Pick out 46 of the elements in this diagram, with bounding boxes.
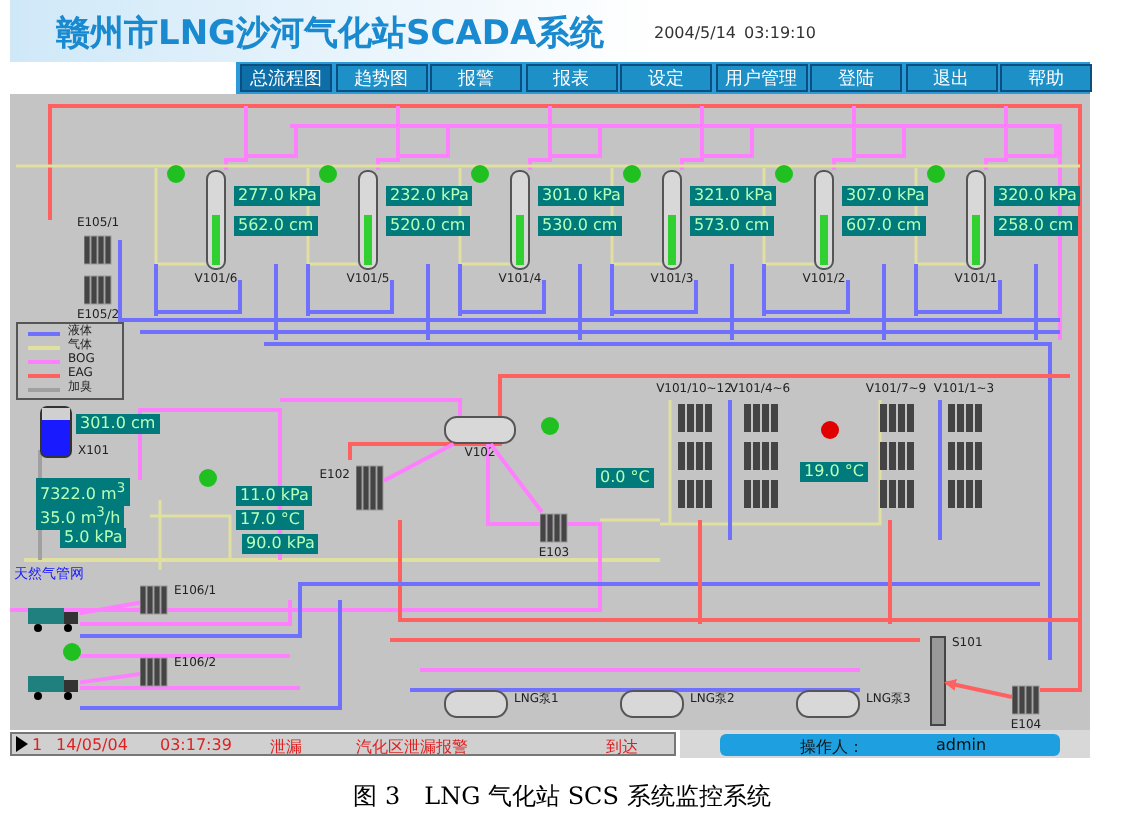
readout-display: 301.0 cm	[76, 414, 160, 434]
readout-display: 301.0 kPa	[538, 186, 625, 206]
time-text: 03:19:10	[744, 24, 816, 42]
menu-tab: 用户管理	[715, 64, 807, 92]
readout-display: 5.0 kPa	[60, 528, 127, 548]
readout-display: 11.0 kPa	[236, 486, 313, 506]
menu-tab: 设定	[620, 64, 712, 92]
pipe	[79, 600, 141, 616]
readout-display: 320.0 kPa	[994, 186, 1081, 206]
operator-name: admin	[936, 736, 987, 754]
status-text: 汽化区泄漏报警	[356, 736, 468, 758]
readout-display: 232.0 kPa	[386, 186, 473, 206]
readout-display: 562.0 cm	[234, 216, 318, 236]
readout-display: 17.0 °C	[236, 510, 304, 530]
menu-tab: 退出	[905, 64, 997, 92]
status-text: 1	[32, 736, 43, 754]
title: 赣州市LNG沙河气化站SCADA系统	[56, 12, 605, 56]
readout-display: 307.0 kPa	[842, 186, 929, 206]
menu-tab: 帮助	[1000, 64, 1092, 92]
readout-display: 90.0 kPa	[242, 534, 319, 554]
pipe	[488, 442, 544, 514]
readout-display: 321.0 kPa	[690, 186, 777, 206]
readout-display: 258.0 cm	[994, 216, 1078, 236]
menu-tab: 报警	[430, 64, 522, 92]
status-text: 14/05/04	[56, 736, 128, 754]
readout-display: 19.0 °C	[800, 462, 868, 482]
caption: 图 3 LNG 气化站 SCS 系统监控系统	[351, 780, 773, 814]
readout-display: 277.0 kPa	[234, 186, 321, 206]
readout-display: 573.0 cm	[690, 216, 774, 236]
menu-tab: 总流程图	[240, 64, 332, 92]
operator-label: 操作人：	[800, 736, 864, 758]
pipe	[79, 671, 141, 685]
menu-tab: 趋势图	[335, 64, 427, 92]
readout-display: 520.0 cm	[386, 216, 470, 236]
pipe	[944, 678, 1013, 699]
pipe	[383, 442, 455, 483]
readout-display: 530.0 cm	[538, 216, 622, 236]
readout-display: 35.0 m$^{3}$/h	[36, 502, 125, 530]
menu-tab: 登陆	[810, 64, 902, 92]
readout-display: 607.0 cm	[842, 216, 926, 236]
status-text: 泄漏	[270, 736, 302, 758]
menu-tab: 报表	[525, 64, 617, 92]
readout-display: 0.0 °C	[596, 468, 654, 488]
status-text: 03:17:39	[160, 736, 232, 754]
date-text: 2004/5/14	[654, 24, 737, 42]
status-text: 到达	[606, 736, 638, 758]
